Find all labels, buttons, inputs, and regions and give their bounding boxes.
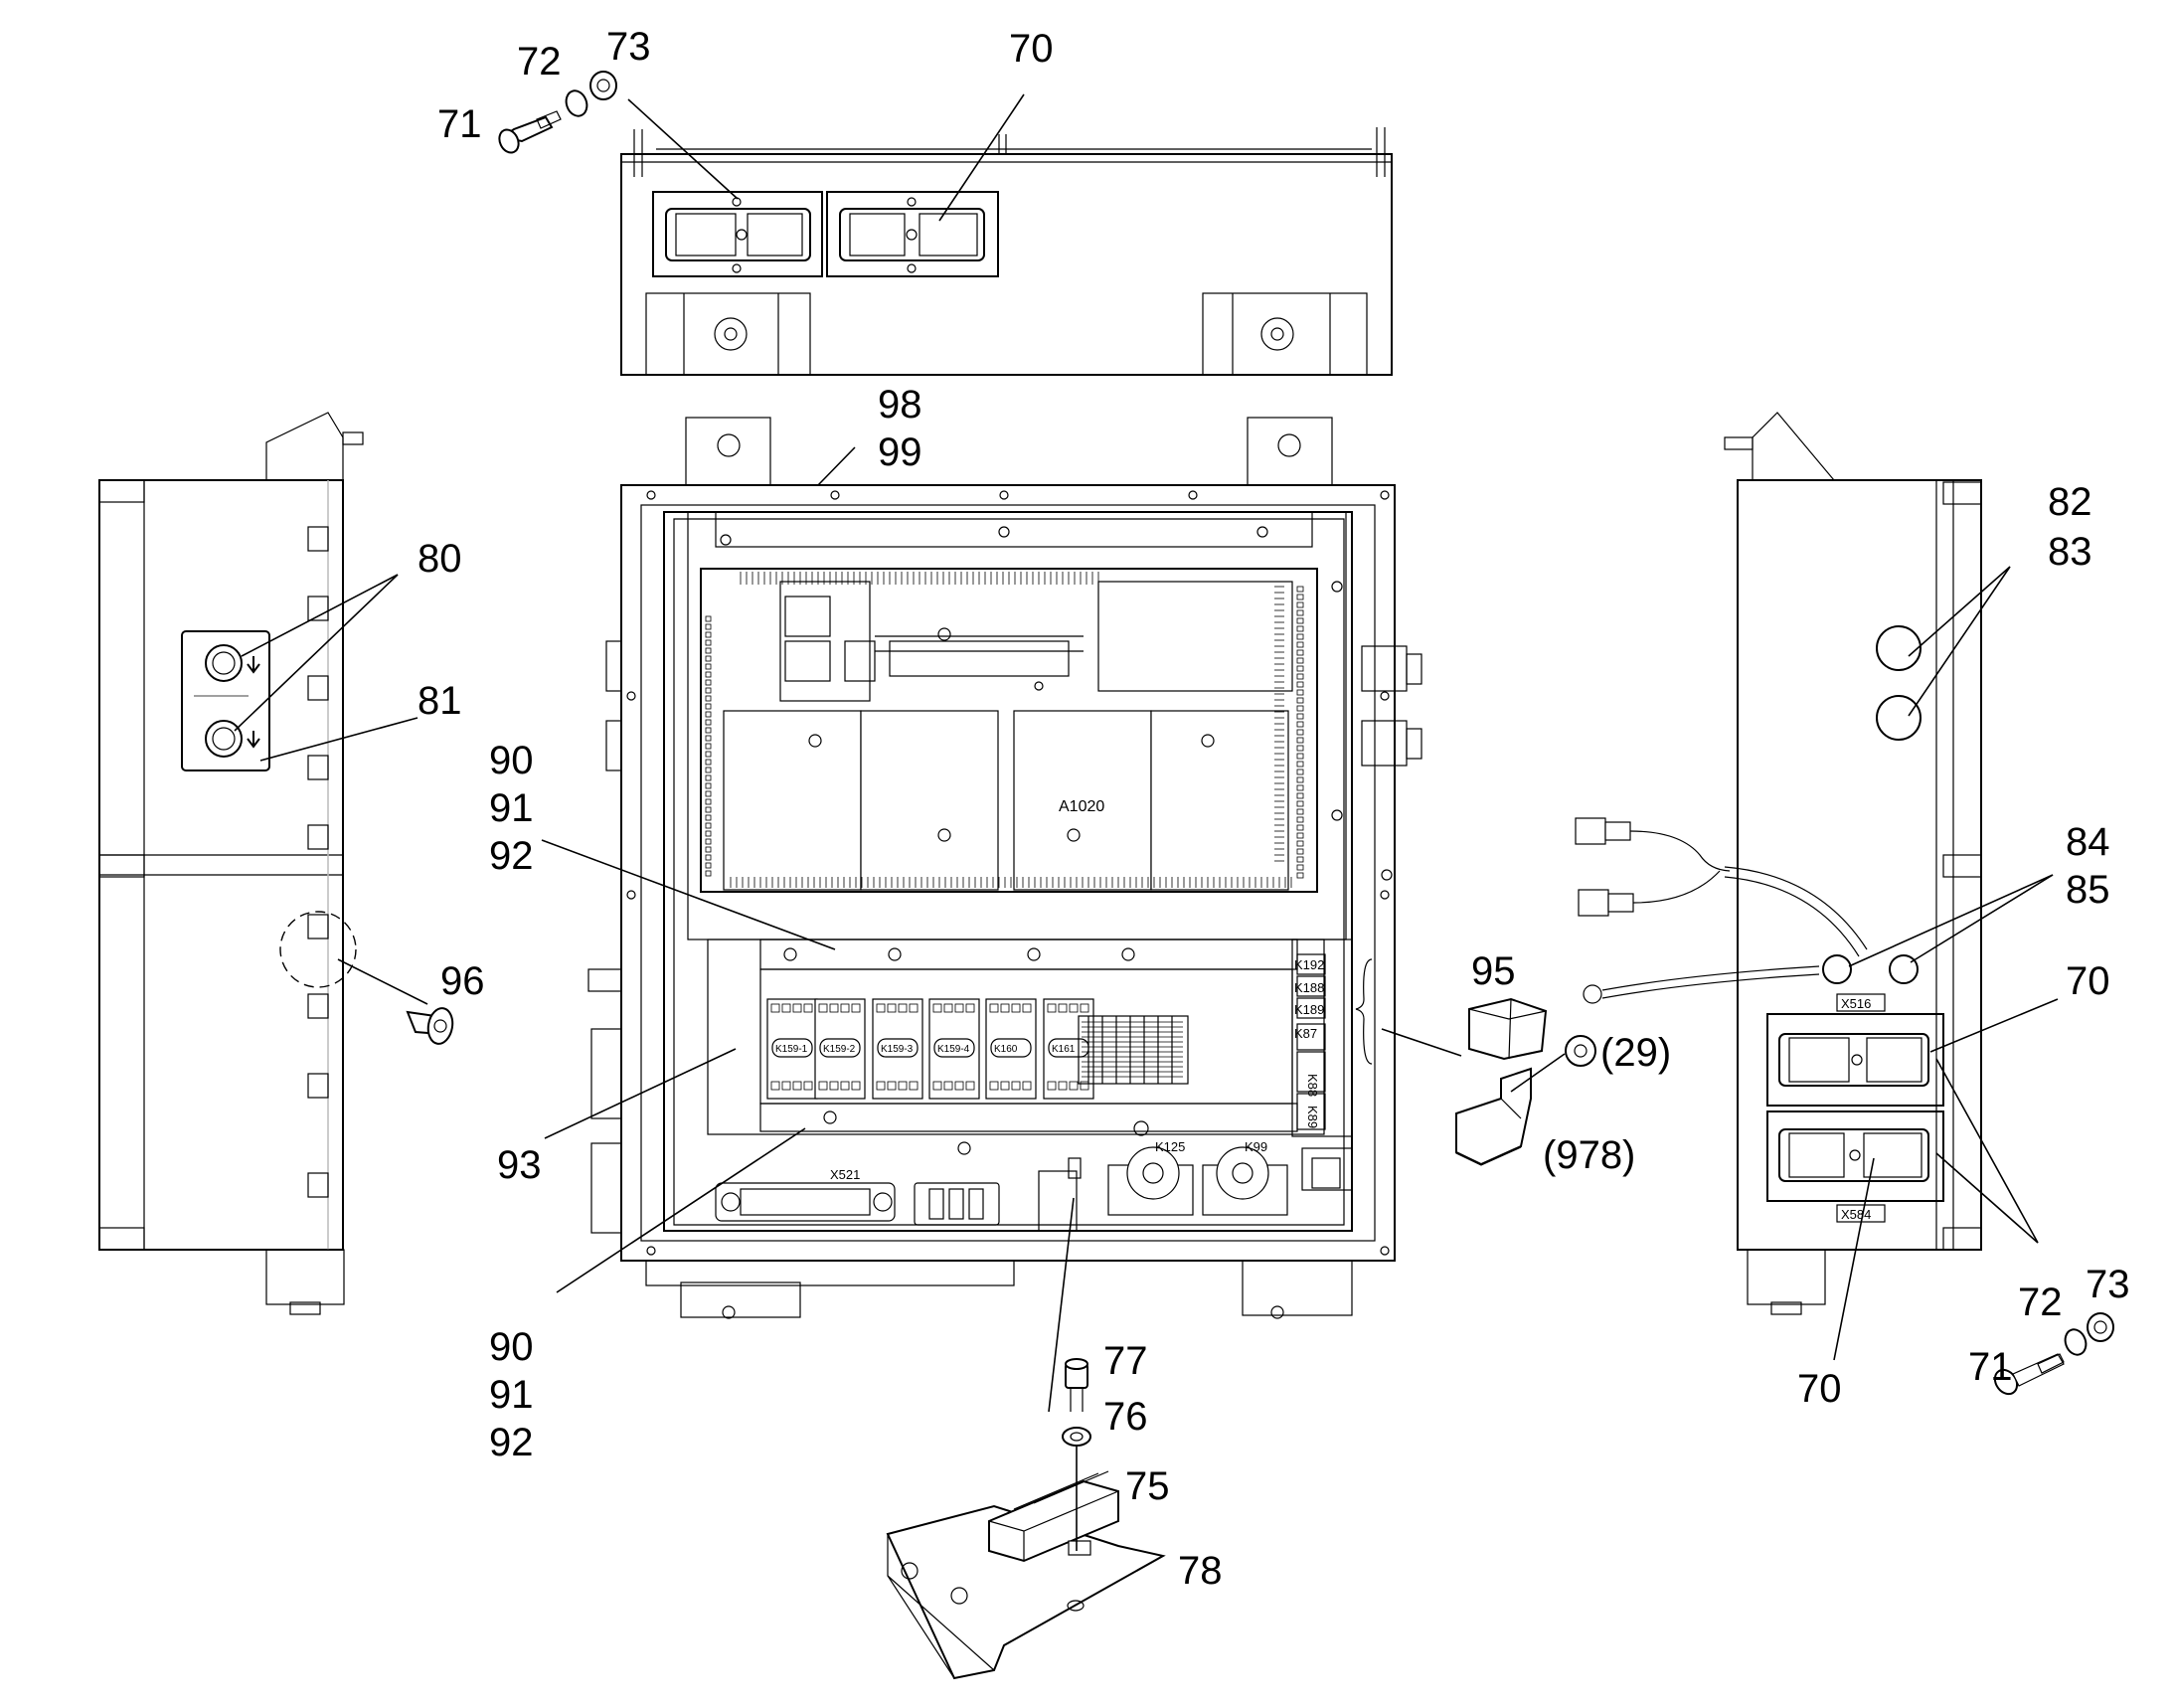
callout-99: 99	[878, 430, 922, 474]
callout-80: 80	[418, 537, 462, 581]
callout-95: 95	[1471, 949, 1516, 993]
label-k189: K189	[1294, 1002, 1324, 1017]
callout-72-top: 72	[517, 40, 562, 84]
callout-98: 98	[878, 383, 922, 427]
callout-91-upper: 91	[489, 786, 534, 830]
callout-81: 81	[418, 679, 462, 723]
relay-k159-3: K159-3	[872, 998, 923, 1100]
callout-90-upper: 90	[489, 739, 534, 782]
relay-label: K159-2	[823, 1044, 856, 1055]
top-bolt-71	[498, 110, 562, 154]
right-nut-73	[2087, 1312, 2114, 1342]
label-k192: K192	[1294, 957, 1324, 972]
label-k99: K99	[1245, 1139, 1267, 1154]
left-socket-panel	[181, 630, 270, 771]
washer-76	[1062, 1427, 1091, 1447]
label-k188: K188	[1294, 980, 1324, 995]
callout-96: 96	[440, 959, 485, 1003]
connector-x516: X516	[1766, 993, 1944, 1107]
callout-70-right-upper: 70	[2066, 959, 2110, 1003]
callout-85: 85	[2066, 868, 2110, 912]
top-connector-left	[652, 191, 823, 277]
right-washer-72	[2064, 1328, 2088, 1356]
label-x516: X516	[1841, 996, 1871, 1011]
relay-label: K160	[994, 1044, 1018, 1055]
relay-k159-2: K159-2	[814, 998, 866, 1100]
screw-77	[1065, 1358, 1088, 1412]
connector-x521: X521	[715, 1167, 896, 1222]
breaker-k125: K125	[1107, 1139, 1194, 1216]
front-view-enclosure: A1020 K159-1 K159-2 K159-3 K159-4 K160 K161	[587, 417, 1422, 1319]
top-nut-73	[589, 71, 617, 100]
callout-78: 78	[1178, 1549, 1223, 1593]
relay-k159-1: K159-1	[766, 998, 818, 1100]
connector-x584: X584	[1766, 1110, 1944, 1223]
callout-76: 76	[1103, 1395, 1148, 1439]
label-k88: K88	[1305, 1074, 1320, 1097]
bracket-978	[1455, 1067, 1532, 1166]
right-side-view: X516 X584	[1575, 412, 2114, 1396]
callout-73-top: 73	[606, 25, 651, 69]
callout-82: 82	[2048, 480, 2092, 524]
nut-29	[1565, 1035, 1596, 1067]
breaker-k99: K99	[1202, 1139, 1288, 1216]
resistor-assembly-75-78	[886, 1470, 1166, 1680]
callout-91-lower: 91	[489, 1373, 534, 1417]
relay-label: K161	[1052, 1044, 1076, 1055]
relay-label: K159-3	[881, 1044, 914, 1055]
callout-75: 75	[1125, 1464, 1170, 1508]
relay-label: K159-1	[775, 1044, 808, 1055]
screw-96	[406, 1007, 454, 1045]
label-a1020: A1020	[1059, 798, 1104, 815]
label-x521: X521	[830, 1167, 860, 1182]
label-k125: K125	[1155, 1139, 1185, 1154]
pcb-a1020: A1020	[700, 568, 1318, 893]
callout-84: 84	[2066, 820, 2110, 864]
top-washer-72	[565, 89, 588, 117]
relay-95	[1468, 997, 1548, 1061]
right-bolt-71	[1993, 1353, 2065, 1396]
cable-harness	[1575, 817, 1868, 1004]
terminal-block	[1078, 1015, 1189, 1085]
callout-978: (978)	[1543, 1133, 1635, 1177]
callout-77: 77	[1103, 1339, 1148, 1383]
callout-73-right: 73	[2086, 1263, 2130, 1306]
callout-92-upper: 92	[489, 834, 534, 878]
label-k89: K89	[1305, 1106, 1320, 1128]
relay-label: K159-4	[937, 1044, 970, 1055]
callout-72-right: 72	[2018, 1281, 2063, 1324]
label-x584: X584	[1841, 1207, 1871, 1222]
callout-71-right: 71	[1968, 1345, 2013, 1389]
top-view-enclosure	[498, 71, 1393, 376]
callout-70-top: 70	[1009, 27, 1054, 71]
relay-row: K159-1 K159-2 K159-3 K159-4 K160 K161	[766, 998, 1094, 1100]
leader-lines	[234, 93, 2059, 1551]
callout-71-top: 71	[437, 102, 482, 146]
callout-92-lower: 92	[489, 1421, 534, 1464]
relay-k159-4: K159-4	[928, 998, 980, 1100]
callout-70-right-lower: 70	[1797, 1367, 1842, 1411]
callout-93: 93	[497, 1143, 542, 1187]
callout-numbers: 72 73 71 70 98 99 80 81 96 90 91 92 93 9…	[418, 25, 2130, 1593]
relay-k160: K160	[985, 998, 1037, 1100]
callout-29: (29)	[1600, 1031, 1671, 1075]
top-connector-right	[826, 191, 999, 277]
left-side-view	[98, 412, 364, 1315]
label-k87: K87	[1294, 1026, 1317, 1041]
small-relay-column: K192 K188 K189 K87 K88 K89	[1291, 939, 1373, 1137]
callout-90-lower: 90	[489, 1325, 534, 1369]
callout-83: 83	[2048, 530, 2092, 574]
